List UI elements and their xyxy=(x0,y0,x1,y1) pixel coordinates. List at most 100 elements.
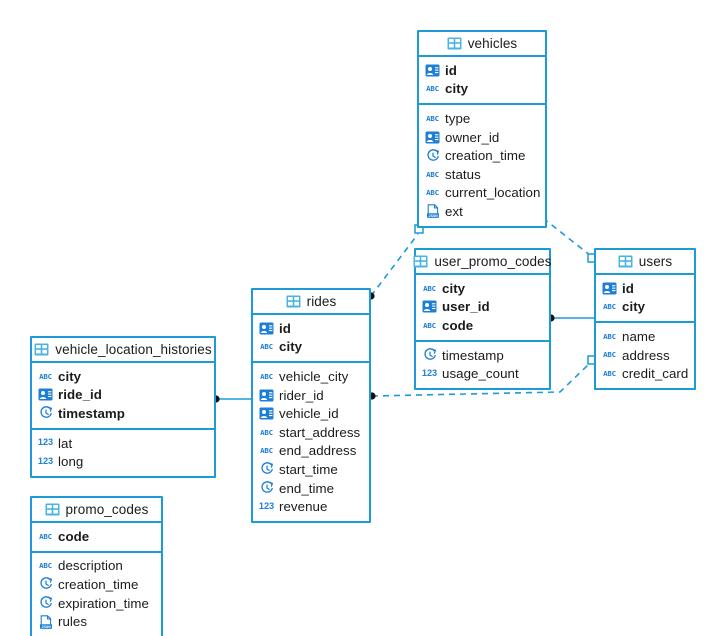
column-row[interactable]: end_time xyxy=(253,479,369,498)
clock-icon xyxy=(38,596,53,611)
column-name: city xyxy=(442,280,466,296)
clock-icon xyxy=(425,148,440,163)
abc-icon: ABC xyxy=(39,561,52,571)
column-name: city xyxy=(279,339,303,355)
column-name: user_id xyxy=(442,299,490,315)
column-name: type xyxy=(445,110,471,126)
table-header-vehicles[interactable]: vehicles xyxy=(419,32,545,57)
column-name: code xyxy=(58,528,90,544)
column-row[interactable]: ABC code xyxy=(32,527,161,546)
column-row[interactable]: creation_time xyxy=(419,146,545,165)
table-header-vehicle_location_histories[interactable]: vehicle_location_histories xyxy=(32,338,214,363)
column-row[interactable]: timestamp xyxy=(416,346,549,365)
edge-vehicle_location_histories-to-rides[interactable] xyxy=(212,395,251,403)
abc-icon: ABC xyxy=(603,302,616,312)
svg-text:JSON: JSON xyxy=(428,213,438,218)
table-icon xyxy=(413,254,428,269)
column-row[interactable]: creation_time xyxy=(32,575,161,594)
column-row[interactable]: id xyxy=(596,279,694,298)
table-header-users[interactable]: users xyxy=(596,250,694,275)
id-card-icon xyxy=(602,281,617,296)
column-row[interactable]: ABC city xyxy=(416,279,549,298)
column-name: rider_id xyxy=(279,387,324,403)
column-row[interactable]: ABC city xyxy=(596,298,694,317)
primary-key-group: ABC code xyxy=(32,523,161,551)
id-card-icon xyxy=(259,321,274,336)
column-name: name xyxy=(622,328,656,344)
column-name: end_time xyxy=(279,480,335,496)
column-name: code xyxy=(442,317,474,333)
column-name: city xyxy=(622,299,646,315)
column-row[interactable]: ride_id xyxy=(32,386,214,405)
column-row[interactable]: ABC code xyxy=(416,316,549,335)
column-row[interactable]: rider_id xyxy=(253,386,369,405)
column-row[interactable]: id xyxy=(419,61,545,80)
column-row[interactable]: start_time xyxy=(253,460,369,479)
table-icon xyxy=(618,254,633,269)
column-name: start_time xyxy=(279,461,338,477)
table-header-user_promo_codes[interactable]: user_promo_codes xyxy=(413,250,552,275)
column-name: ride_id xyxy=(58,387,102,403)
table-title: user_promo_codes xyxy=(434,254,552,269)
table-header-rides[interactable]: rides xyxy=(253,290,369,315)
column-name: start_address xyxy=(279,424,361,440)
clock-icon xyxy=(259,462,274,477)
column-row[interactable]: expiration_time xyxy=(32,594,161,613)
edge-user_promo_codes-to-users[interactable] xyxy=(547,314,594,322)
column-row[interactable]: user_id xyxy=(416,298,549,317)
column-name: timestamp xyxy=(442,347,504,363)
clock-icon xyxy=(259,481,274,496)
column-name: creation_time xyxy=(445,148,526,164)
column-row[interactable]: owner_id xyxy=(419,128,545,147)
id-card-icon xyxy=(259,388,274,403)
column-row[interactable]: timestamp xyxy=(32,404,214,423)
column-name: city xyxy=(58,368,82,384)
column-row[interactable]: vehicle_id xyxy=(253,404,369,423)
column-name: usage_count xyxy=(442,366,519,382)
svg-text:JSON: JSON xyxy=(41,623,51,628)
table-header-promo_codes[interactable]: promo_codes xyxy=(32,498,161,523)
abc-icon: ABC xyxy=(39,531,52,541)
column-name: city xyxy=(445,81,469,97)
abc-icon: ABC xyxy=(423,320,436,330)
abc-icon: ABC xyxy=(426,169,439,179)
column-row[interactable]: id xyxy=(253,319,369,338)
table-title: users xyxy=(638,254,673,269)
abc-icon: ABC xyxy=(423,283,436,293)
